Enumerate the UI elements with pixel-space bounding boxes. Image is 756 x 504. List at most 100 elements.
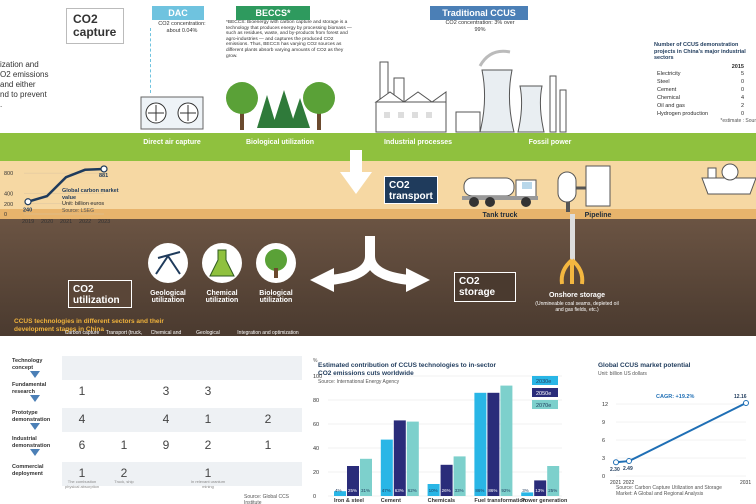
bar bbox=[347, 466, 359, 496]
direct-air-capture-icon bbox=[140, 96, 204, 130]
y-tick-label: 200 bbox=[4, 202, 13, 208]
legend-swatch bbox=[532, 400, 558, 409]
data-label: 881 bbox=[99, 173, 108, 179]
sector-cell: Cement bbox=[657, 86, 677, 93]
stage-label: Fundamental research bbox=[12, 382, 47, 395]
y-tick-label: 12 bbox=[602, 402, 608, 408]
traditional-concentration: CO2 concentration: 3% over 99% bbox=[445, 20, 515, 33]
onshore-storage-label: Onshore storage bbox=[548, 292, 605, 299]
intro-line: nd to prevent bbox=[0, 90, 47, 99]
beccs-label: Biological utilization bbox=[245, 139, 315, 146]
x-tick-label: 2019 bbox=[22, 219, 34, 225]
market-value-source: Source: LSEG bbox=[62, 207, 94, 214]
bar bbox=[380, 439, 393, 496]
market-value-line bbox=[27, 167, 105, 203]
co2-storage-box: CO2 storage bbox=[454, 272, 516, 302]
stage-count-cell: 1 bbox=[204, 412, 212, 426]
tank-truck-label: Tank truck bbox=[482, 212, 518, 219]
legend-swatch bbox=[532, 376, 558, 385]
stage-count-cell: 4 bbox=[78, 412, 86, 426]
x-tick-label: Cement bbox=[381, 498, 401, 504]
beccs-note: *BECCS: Bioenergy with carbon capture an… bbox=[226, 20, 352, 59]
x-tick-label: 2021 bbox=[610, 480, 621, 486]
x-tick-label: Iron & steel bbox=[334, 498, 364, 504]
down-arrow-icon bbox=[30, 449, 40, 456]
chemical-utilization-label: Chemical utilization bbox=[205, 290, 239, 304]
stage-count-cell: 1 bbox=[78, 466, 86, 480]
y-tick-label: 20 bbox=[313, 470, 319, 476]
stage-label: Prototype demonstration bbox=[12, 410, 51, 423]
cagr-annotation: CAGR: +19.2% bbox=[656, 394, 694, 400]
iea-chart-title: Estimated contribution of CCUS technolog… bbox=[318, 362, 497, 377]
stages-column-header: Integration and optimization (hubs and c… bbox=[237, 330, 299, 354]
value-cell: 2 bbox=[740, 102, 744, 109]
bar bbox=[334, 491, 346, 496]
down-arrow-icon bbox=[30, 395, 40, 402]
stage-subnote: The combustion physical absorption bbox=[64, 479, 100, 489]
data-label: 33% bbox=[455, 488, 464, 493]
x-tick-label: 2022 bbox=[623, 480, 634, 486]
data-label: 31% bbox=[361, 488, 370, 493]
stages-column-header: Chemical and biological utilization bbox=[150, 330, 182, 348]
split-arrow-icon bbox=[310, 236, 430, 292]
market-potential-title: Global CCUS market potential bbox=[598, 362, 691, 369]
projects-table: Number of CCUS demonstration projects in… bbox=[654, 42, 756, 124]
projects-table-title: Number of CCUS demonstration projects in… bbox=[654, 42, 746, 61]
dac-label: Direct air capture bbox=[143, 139, 201, 146]
data-label: 12.16 bbox=[734, 394, 747, 400]
industrial-processes-label: Industrial processes bbox=[383, 139, 453, 146]
flask-icon bbox=[202, 243, 242, 283]
co2-storage-title: CO2 storage bbox=[459, 276, 496, 298]
down-arrow-icon bbox=[30, 371, 40, 378]
bar bbox=[487, 392, 500, 496]
y-tick-label: 80 bbox=[313, 398, 319, 404]
intro-line: and either bbox=[0, 80, 36, 89]
legend-label: 2050e bbox=[536, 391, 551, 397]
bar bbox=[534, 480, 547, 496]
co2-utilization-title: CO2 utilization bbox=[73, 284, 120, 306]
table-row bbox=[62, 380, 302, 404]
stages-table-title: CCUS technologies in different sectors a… bbox=[14, 318, 164, 333]
bar bbox=[521, 492, 534, 496]
stage-count-cell: 1 bbox=[264, 438, 272, 452]
injection-well-icon bbox=[559, 214, 585, 285]
dac-connector bbox=[150, 28, 152, 93]
legend-label: 2070e bbox=[536, 403, 551, 409]
data-label: 92% bbox=[501, 488, 510, 493]
y-tick-label: 0 bbox=[4, 212, 7, 218]
stage-count-cell: 6 bbox=[78, 438, 86, 452]
y-tick-label: 400 bbox=[4, 192, 13, 198]
value-cell: 0 bbox=[740, 78, 744, 85]
y-tick-label: 0 bbox=[602, 474, 605, 480]
down-arrow-icon bbox=[30, 423, 40, 430]
x-tick-label: 2022 bbox=[79, 219, 91, 225]
forest-icon bbox=[226, 82, 335, 130]
stages-header: Development stages bbox=[18, 338, 48, 350]
data-label: 26% bbox=[442, 488, 451, 493]
projects-table-year: 2015 bbox=[731, 63, 744, 70]
market-value-unit: Unit: billion euros bbox=[62, 201, 105, 207]
data-point bbox=[613, 459, 619, 466]
sector-cell: Steel bbox=[657, 78, 670, 85]
y-tick-label: 60 bbox=[313, 422, 319, 428]
bar bbox=[440, 464, 453, 496]
stage-label: Industrial demonstration bbox=[12, 436, 51, 449]
sector-cell: Chemical bbox=[657, 94, 680, 101]
table-row bbox=[62, 408, 302, 432]
tree-icon bbox=[256, 243, 296, 283]
data-point bbox=[100, 165, 108, 173]
intro-line: O2 emissions bbox=[0, 70, 49, 79]
data-point bbox=[24, 198, 32, 206]
stage-count-cell: 1 bbox=[204, 466, 212, 480]
x-tick-label: Chemicals bbox=[428, 498, 456, 504]
table-row bbox=[62, 462, 302, 486]
down-arrow-icon bbox=[340, 150, 372, 194]
stage-count-cell: 2 bbox=[120, 466, 128, 480]
data-label: 240 bbox=[23, 208, 32, 214]
table-row bbox=[62, 434, 302, 458]
beccs-tag: BECCS* bbox=[236, 6, 310, 20]
market-value-caption: Global carbon market value Unit: billion… bbox=[62, 188, 122, 214]
